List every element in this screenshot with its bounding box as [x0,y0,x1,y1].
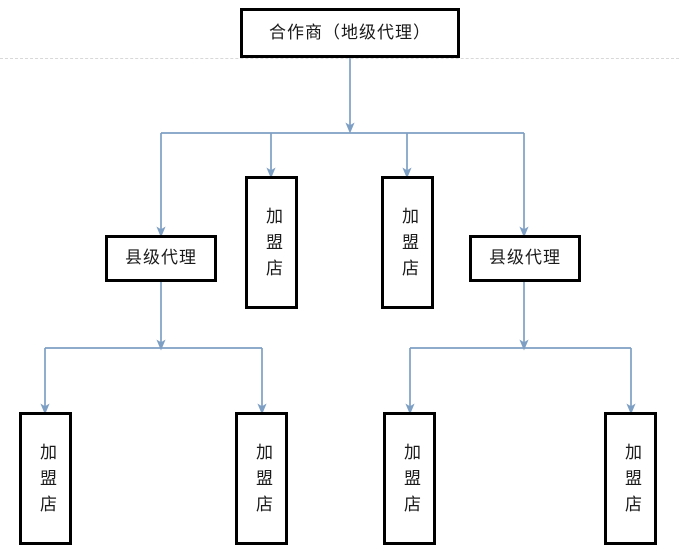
franchise-store-bottom-1-label: 加盟店 [36,442,56,521]
franchise-store-upper-right-label: 加盟店 [398,206,418,285]
franchise-store-upper-left[interactable]: 加盟店 [245,176,298,309]
county-agent-left[interactable]: 县级代理 [105,235,217,282]
franchise-store-upper-right[interactable]: 加盟店 [381,176,434,309]
horizontal-dashed-divider [0,58,679,59]
county-agent-right-label: 县级代理 [489,248,561,269]
franchise-store-bottom-2[interactable]: 加盟店 [235,412,288,545]
franchise-store-bottom-1[interactable]: 加盟店 [19,412,72,545]
franchise-store-upper-left-label: 加盟店 [262,206,282,285]
partner-node-label: 合作商（地级代理） [269,22,431,43]
franchise-store-bottom-2-label: 加盟店 [252,442,272,521]
franchise-store-bottom-4-label: 加盟店 [621,442,641,521]
franchise-store-bottom-3[interactable]: 加盟店 [383,412,436,545]
franchise-store-bottom-4[interactable]: 加盟店 [604,412,657,545]
franchise-store-bottom-3-label: 加盟店 [400,442,420,521]
county-agent-left-label: 县级代理 [125,248,197,269]
partner-node[interactable]: 合作商（地级代理） [240,8,460,58]
county-agent-right[interactable]: 县级代理 [469,235,581,282]
